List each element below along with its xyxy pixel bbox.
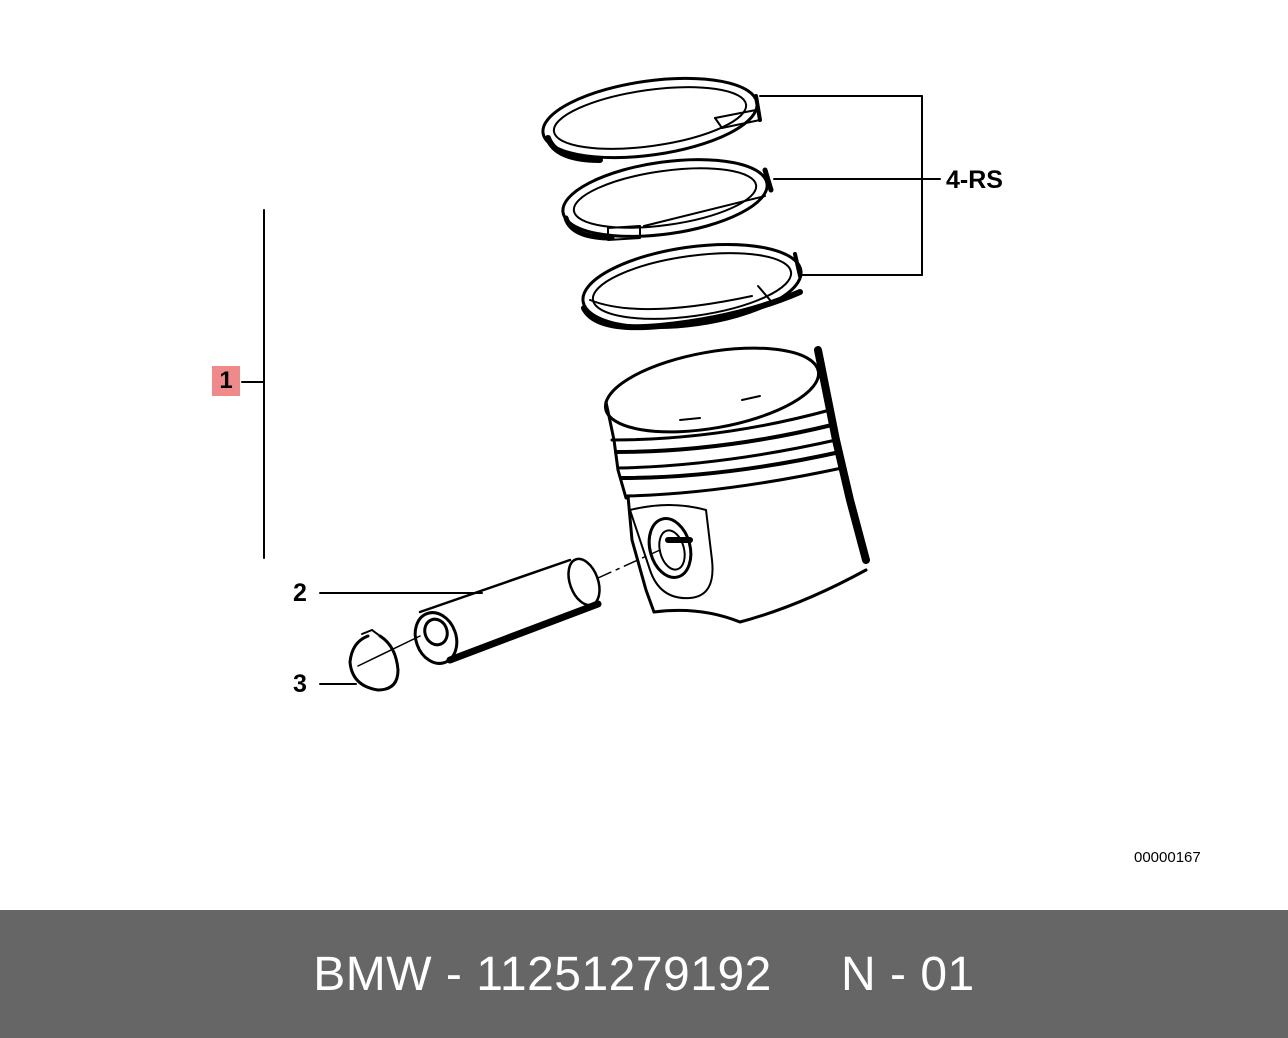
callout-part-4-rs: 4-RS [946, 166, 1003, 194]
callout-part-1: 1 [212, 366, 240, 396]
piston-ring-top [541, 76, 762, 163]
circlip [348, 629, 400, 692]
piston-exploded-diagram [241, 76, 941, 692]
footer-bar: BMW - 11251279192 N - 01 [0, 910, 1288, 1038]
callout-part-3: 3 [293, 670, 307, 698]
part-number-caption: BMW - 11251279192 N - 01 [313, 947, 975, 1001]
callout-bracket-4 [759, 95, 941, 276]
piston-ring-oil [581, 242, 803, 331]
pin-axis-line [597, 549, 661, 579]
piston-ring-middle [561, 158, 774, 241]
callout-leaders [241, 209, 483, 685]
callout-part-2: 2 [293, 579, 307, 607]
diagram-id-number: 00000167 [1134, 849, 1201, 866]
wrist-pin [413, 557, 602, 665]
piston [603, 346, 870, 624]
circlip-axis-line [357, 635, 421, 667]
